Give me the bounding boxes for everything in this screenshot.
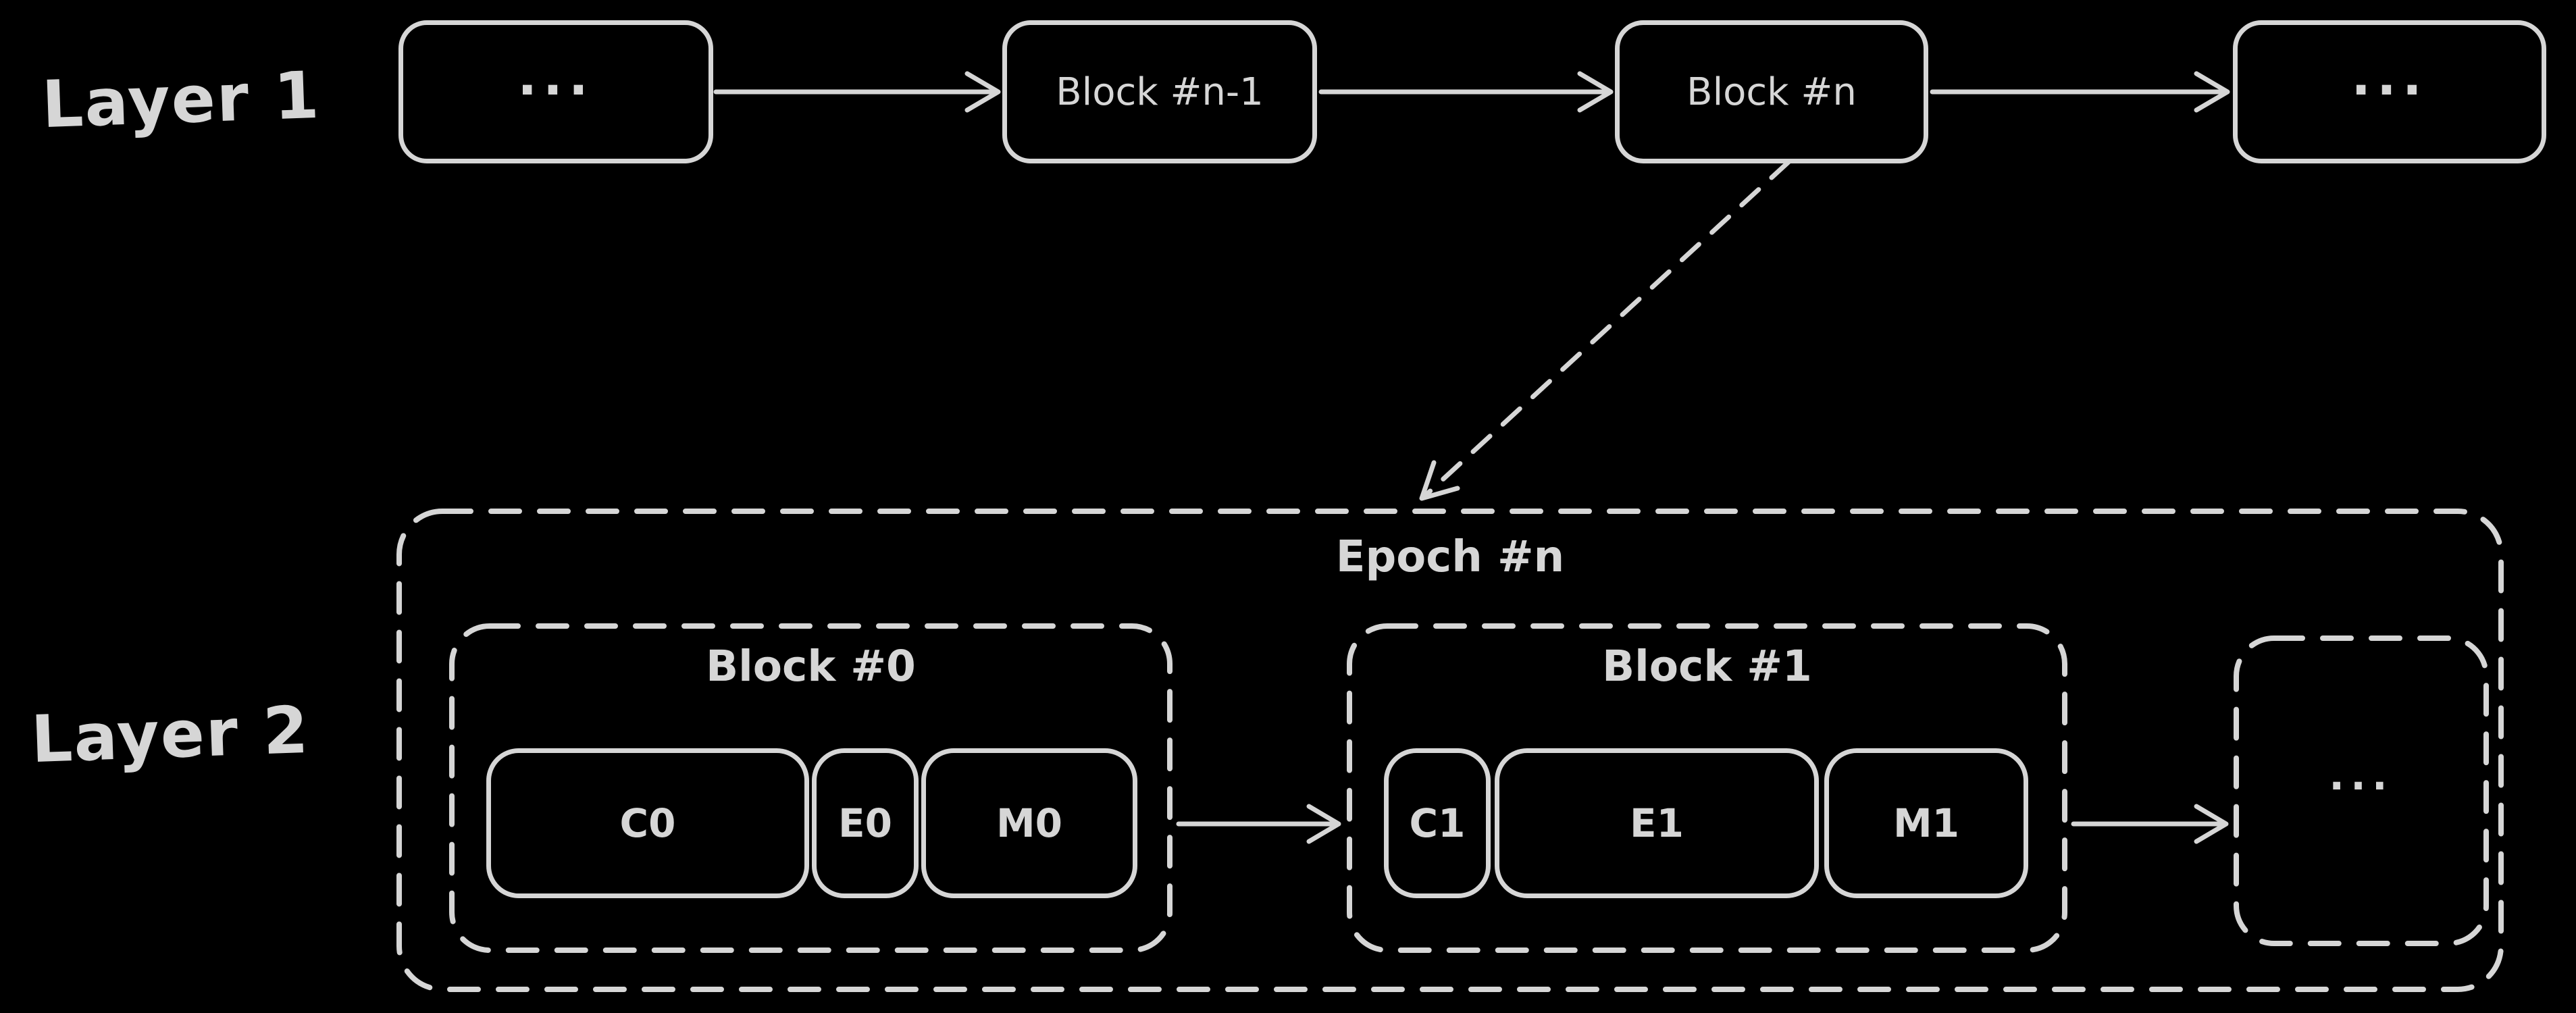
item-c1-label: C1 [1409, 800, 1466, 846]
item-c1: C1 [1384, 748, 1491, 898]
item-m1: M1 [1824, 748, 2028, 898]
block-0-dashed-border [449, 623, 1173, 953]
arrow-l1-3-head [2194, 71, 2230, 113]
l1-block-n-minus-1: Block #n-1 [1002, 20, 1317, 163]
layer1-label: Layer 1 [41, 57, 322, 143]
l1-block-ellipsis-right: ... [2233, 20, 2546, 163]
arrow-expand-head [1419, 460, 1460, 501]
arrow-l1-1-head [964, 71, 1001, 113]
layer2-label: Layer 2 [30, 692, 311, 778]
l1-block-n: Block #n [1615, 20, 1928, 163]
l2-block-0: Block #0 C0 E0 M0 [448, 623, 1173, 954]
epoch-container: Epoch #n [396, 508, 2504, 993]
item-e0-label: E0 [838, 800, 892, 846]
item-m1-label: M1 [1892, 800, 1960, 846]
block-1-label: Block #1 [1602, 642, 1812, 691]
block-n-label: Block #n [1686, 70, 1857, 114]
epoch-dashed-border [396, 509, 2504, 992]
item-c0: C0 [486, 748, 809, 898]
item-m0-label: M0 [996, 800, 1063, 846]
block-0-label: Block #0 [706, 642, 916, 691]
ellipsis-dashed-border [2234, 635, 2489, 946]
arrow-expand-dashed [1422, 159, 1791, 498]
item-e1: E1 [1495, 748, 1819, 898]
item-e1-label: E1 [1630, 800, 1684, 846]
l2-block-ellipsis: ... [2233, 635, 2490, 947]
item-m0: M0 [921, 748, 1137, 898]
item-e0: E0 [812, 748, 919, 898]
arrow-l1-2-head [1577, 71, 1614, 113]
l1-block-ellipsis-left: ... [398, 20, 713, 163]
block-1-dashed-border [1347, 623, 2067, 953]
l2-block-1: Block #1 C1 E1 M1 [1346, 623, 2068, 954]
item-c0-label: C0 [619, 800, 676, 846]
epoch-label: Epoch #n [1335, 532, 1565, 582]
block-n-minus-1-label: Block #n-1 [1056, 70, 1264, 114]
